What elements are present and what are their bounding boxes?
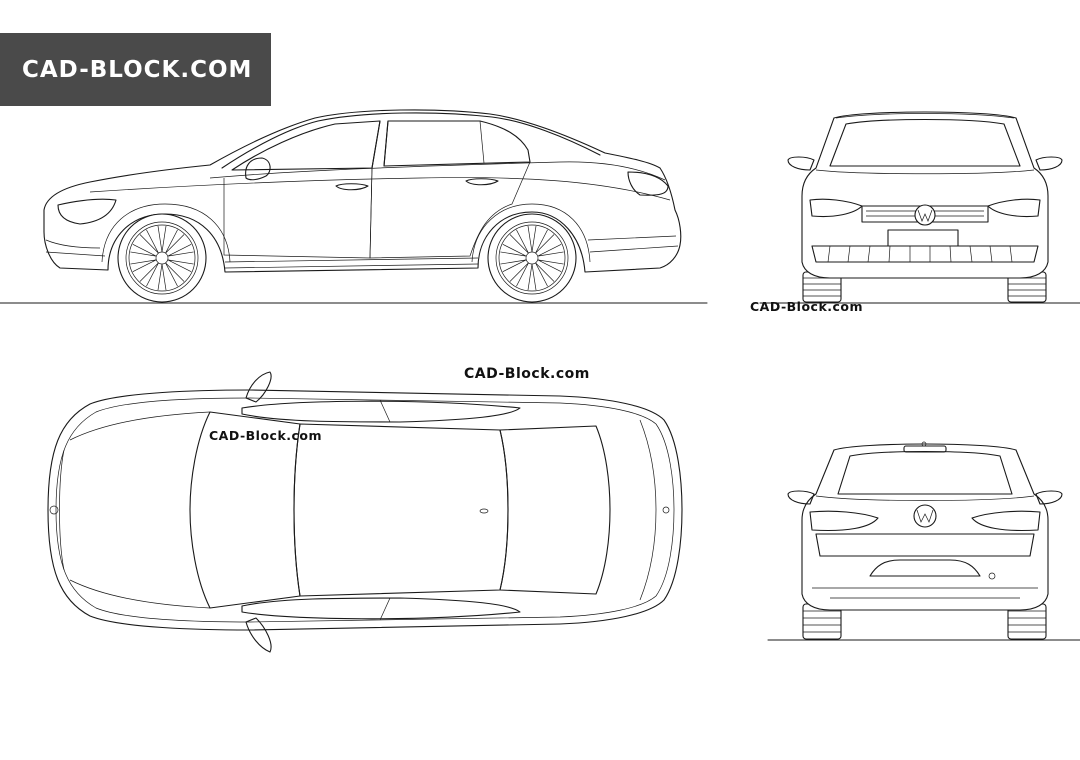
watermark-front-view: CAD-Block.com <box>750 299 864 314</box>
side-rear-bumper <box>587 235 679 253</box>
front-body-outline <box>801 111 1049 279</box>
brand-banner: CAD-BLOCK.COM <box>0 33 271 106</box>
front-door-handle <box>335 183 369 191</box>
side-front-window <box>231 120 381 171</box>
rear-right-mirror <box>1035 490 1063 505</box>
top-right-mirror <box>245 617 272 653</box>
side-rear-arch <box>471 203 591 263</box>
front-bumper-line <box>59 449 65 571</box>
top-right-side-window <box>241 597 521 620</box>
watermark-top-right: CAD-Block.com <box>464 366 590 382</box>
rear-view <box>767 441 1080 641</box>
rear-antenna <box>921 441 927 447</box>
top-rear-window <box>499 425 611 595</box>
trunk-lid <box>815 495 1035 501</box>
hood-crease-left <box>69 411 211 441</box>
vw-logo-rear <box>913 504 937 528</box>
front-grille <box>861 205 989 223</box>
brand-banner-text: CAD-BLOCK.COM <box>22 56 253 83</box>
rear-tire-tread <box>803 610 1046 633</box>
side-body-outline <box>43 109 682 273</box>
side-front-wheel <box>117 213 207 303</box>
front-emblem <box>49 505 59 515</box>
front-right-mirror <box>1035 156 1063 171</box>
side-rear-window <box>383 120 531 167</box>
top-left-side-window <box>241 400 521 423</box>
hood-line <box>815 169 1035 175</box>
roof-antenna <box>479 508 489 514</box>
rear-left-mirror <box>787 490 815 505</box>
side-roof-line <box>221 112 601 169</box>
side-taillight <box>627 171 669 196</box>
rear-license-plate-recess <box>815 533 1035 557</box>
rear-diffuser <box>869 559 981 577</box>
vw-logo-front <box>914 204 936 226</box>
top-pillar-right <box>379 597 391 621</box>
top-left-mirror <box>245 371 272 403</box>
side-front-bumper <box>45 239 106 257</box>
side-b-pillar-rear <box>383 120 389 167</box>
watermark-top-left: CAD-Block.com <box>209 428 323 443</box>
side-rear-door <box>369 161 531 259</box>
side-view <box>0 109 708 304</box>
rear-reflector <box>988 572 996 580</box>
top-body-outline <box>47 389 683 631</box>
side-rear-wheel <box>487 213 577 303</box>
side-headlight <box>57 198 117 225</box>
lower-grille-bars <box>827 245 1013 263</box>
front-view <box>759 111 1080 304</box>
side-sill-lower <box>224 263 479 269</box>
side-mirror <box>245 157 271 181</box>
front-windshield <box>829 118 1021 167</box>
vw-logo-front-mark <box>917 209 933 222</box>
front-roof-edge <box>835 113 1015 119</box>
rear-bumper-line <box>812 587 1038 599</box>
side-shoulder-line <box>89 177 671 201</box>
front-lower-grille <box>811 245 1039 263</box>
front-left-mirror <box>787 156 815 171</box>
vw-logo-rear-mark <box>916 509 934 523</box>
side-c-pillar-line <box>479 120 485 164</box>
rear-left-taillight <box>809 510 879 531</box>
side-b-pillar <box>371 120 381 169</box>
side-belt-line <box>209 161 666 181</box>
side-sill <box>224 257 479 263</box>
side-front-arch <box>101 203 231 263</box>
hood-crease-right <box>69 579 211 609</box>
top-pillar-left <box>379 399 391 423</box>
trunk-line <box>639 419 657 601</box>
rear-emblem <box>662 506 670 514</box>
rear-right-taillight <box>971 510 1041 531</box>
top-view <box>47 371 683 653</box>
rear-door-handle <box>465 178 499 186</box>
top-body-inner <box>55 397 675 623</box>
